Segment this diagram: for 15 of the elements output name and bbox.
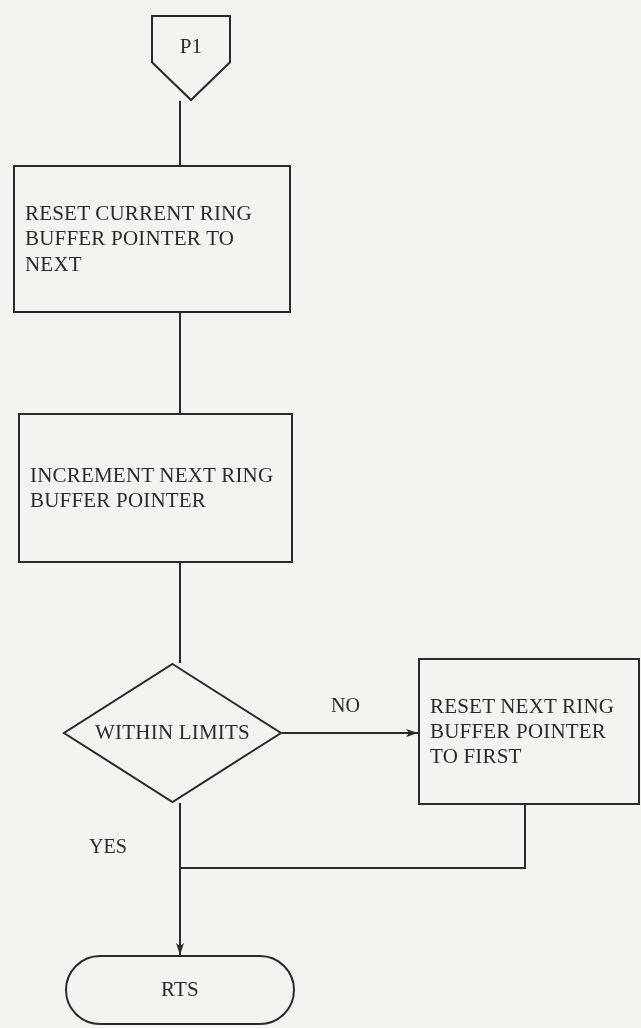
node-text: P1	[179, 34, 203, 60]
arrow	[281, 729, 419, 737]
node-text: WITHIN LIMITS	[95, 720, 250, 746]
process-box	[418, 658, 640, 805]
process-box	[18, 413, 293, 563]
node-text: INCREMENT NEXT RING BUFFER POINTER	[30, 462, 275, 514]
connector-line	[179, 312, 181, 414]
connector-line	[179, 562, 181, 664]
node-text: RESET NEXT RING BUFFER POINTER TO FIRST	[430, 693, 616, 770]
node-text: RESET CURRENT RING BUFFER POINTER TO NEXT	[25, 201, 253, 277]
node-text: RTS	[161, 977, 199, 1003]
off-page-connector	[151, 15, 231, 101]
decision-diamond	[63, 663, 282, 803]
connector-line	[179, 100, 181, 166]
process-box	[13, 165, 291, 313]
